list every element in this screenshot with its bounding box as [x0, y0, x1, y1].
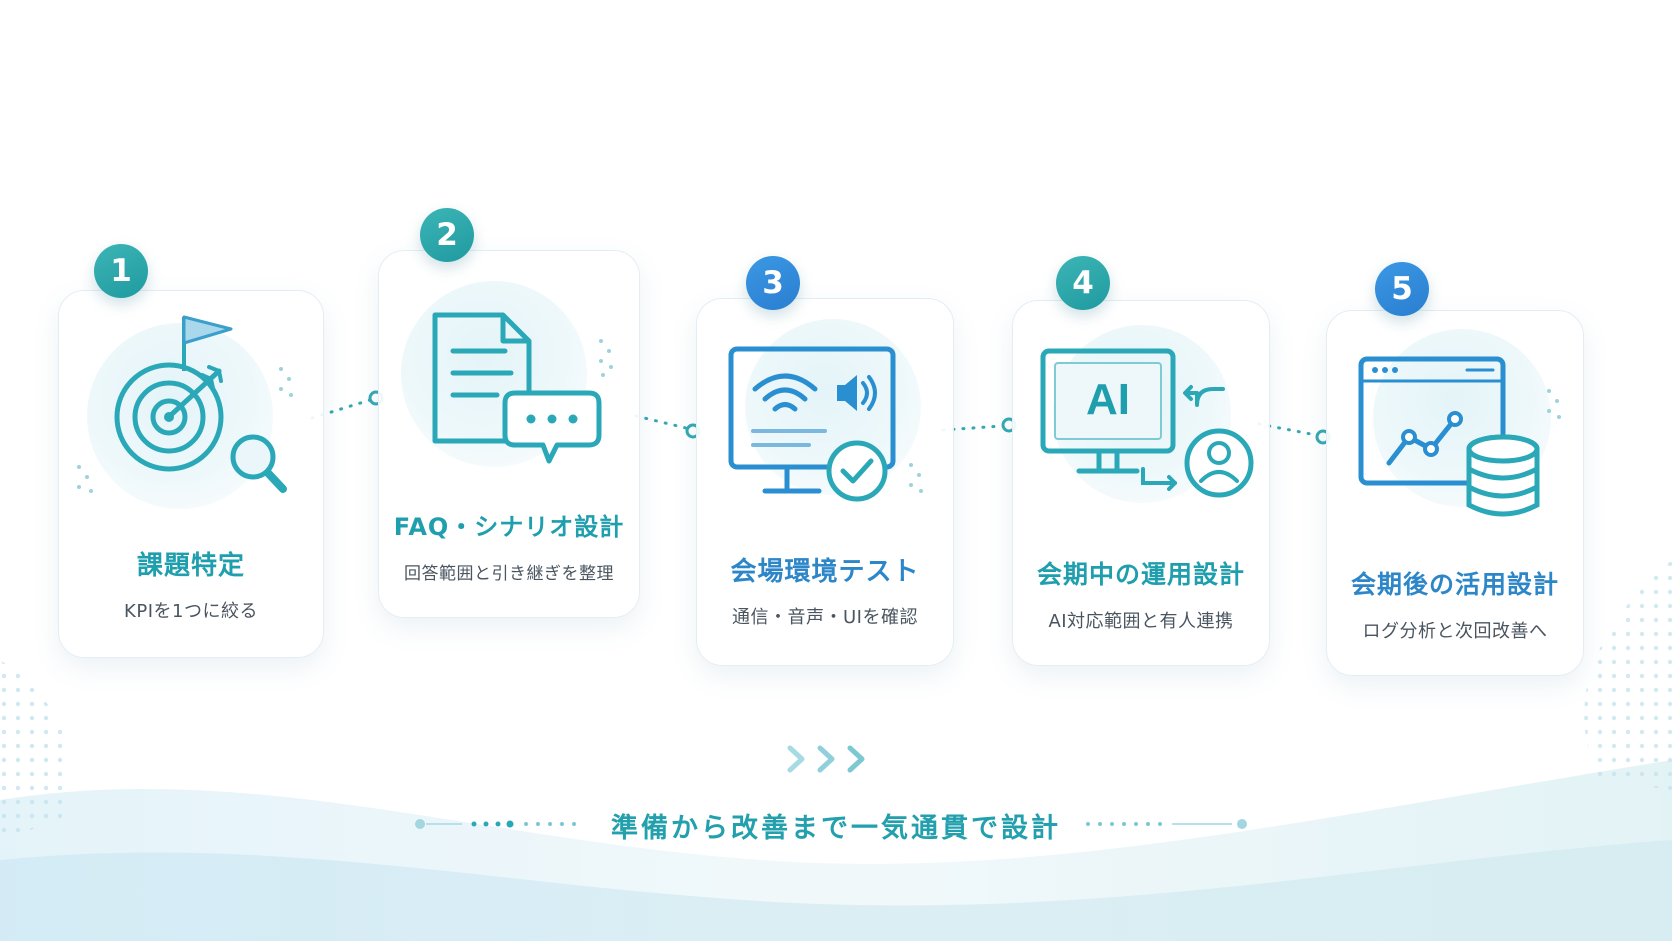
step-subtitle: KPIを1つに絞る [124, 601, 258, 622]
step-number-badge-2: 2 [420, 208, 474, 262]
step-card-1: 課題特定 KPIを1つに絞る [58, 290, 324, 658]
step-title: 会場環境テスト [730, 557, 920, 587]
step-number-badge-1: 1 [94, 244, 148, 298]
step-subtitle: 回答範囲と引き継ぎを整理 [404, 564, 614, 584]
step-title: 会期後の活用設計 [1350, 570, 1559, 599]
step-number-badge-4: 4 [1056, 256, 1110, 310]
step-title: 課題特定 [136, 551, 245, 581]
step-title: FAQ・シナリオ設計 [393, 513, 625, 541]
step-card-3: 会場環境テスト 通信・音声・UIを確認 [696, 298, 954, 666]
step-subtitle: ログ分析と次回改善へ [1362, 621, 1548, 642]
ai-monitor-person-icon [1040, 348, 1254, 498]
chevron-right-icons [787, 745, 865, 773]
ai-label: AI [1086, 375, 1130, 424]
step-card-2: FAQ・シナリオ設計 回答範囲と引き継ぎを整理 [378, 250, 640, 618]
chart-database-icon [1358, 356, 1561, 517]
monitor-wifi-check-icon [728, 346, 923, 502]
step-number-badge-5: 5 [1375, 262, 1429, 316]
tagline-decoration-left [415, 819, 576, 829]
step-card-5: 会期後の活用設計 ログ分析と次回改善へ [1326, 310, 1584, 676]
step-card-4: AI 会期中の運用設計 AI対応範囲と有人連携 [1012, 300, 1270, 666]
step-number-badge-3: 3 [746, 256, 800, 310]
tagline-decoration-right [1086, 819, 1247, 829]
step-title: 会期中の運用設計 [1036, 560, 1245, 589]
document-chat-icon [432, 312, 613, 464]
tagline: 準備から改善まで一気通貫で設計 [611, 813, 1061, 844]
step-subtitle: AI対応範囲と有人連携 [1048, 611, 1234, 632]
step-subtitle: 通信・音声・UIを確認 [732, 607, 918, 628]
target-flag-magnifier-icon [77, 315, 293, 493]
